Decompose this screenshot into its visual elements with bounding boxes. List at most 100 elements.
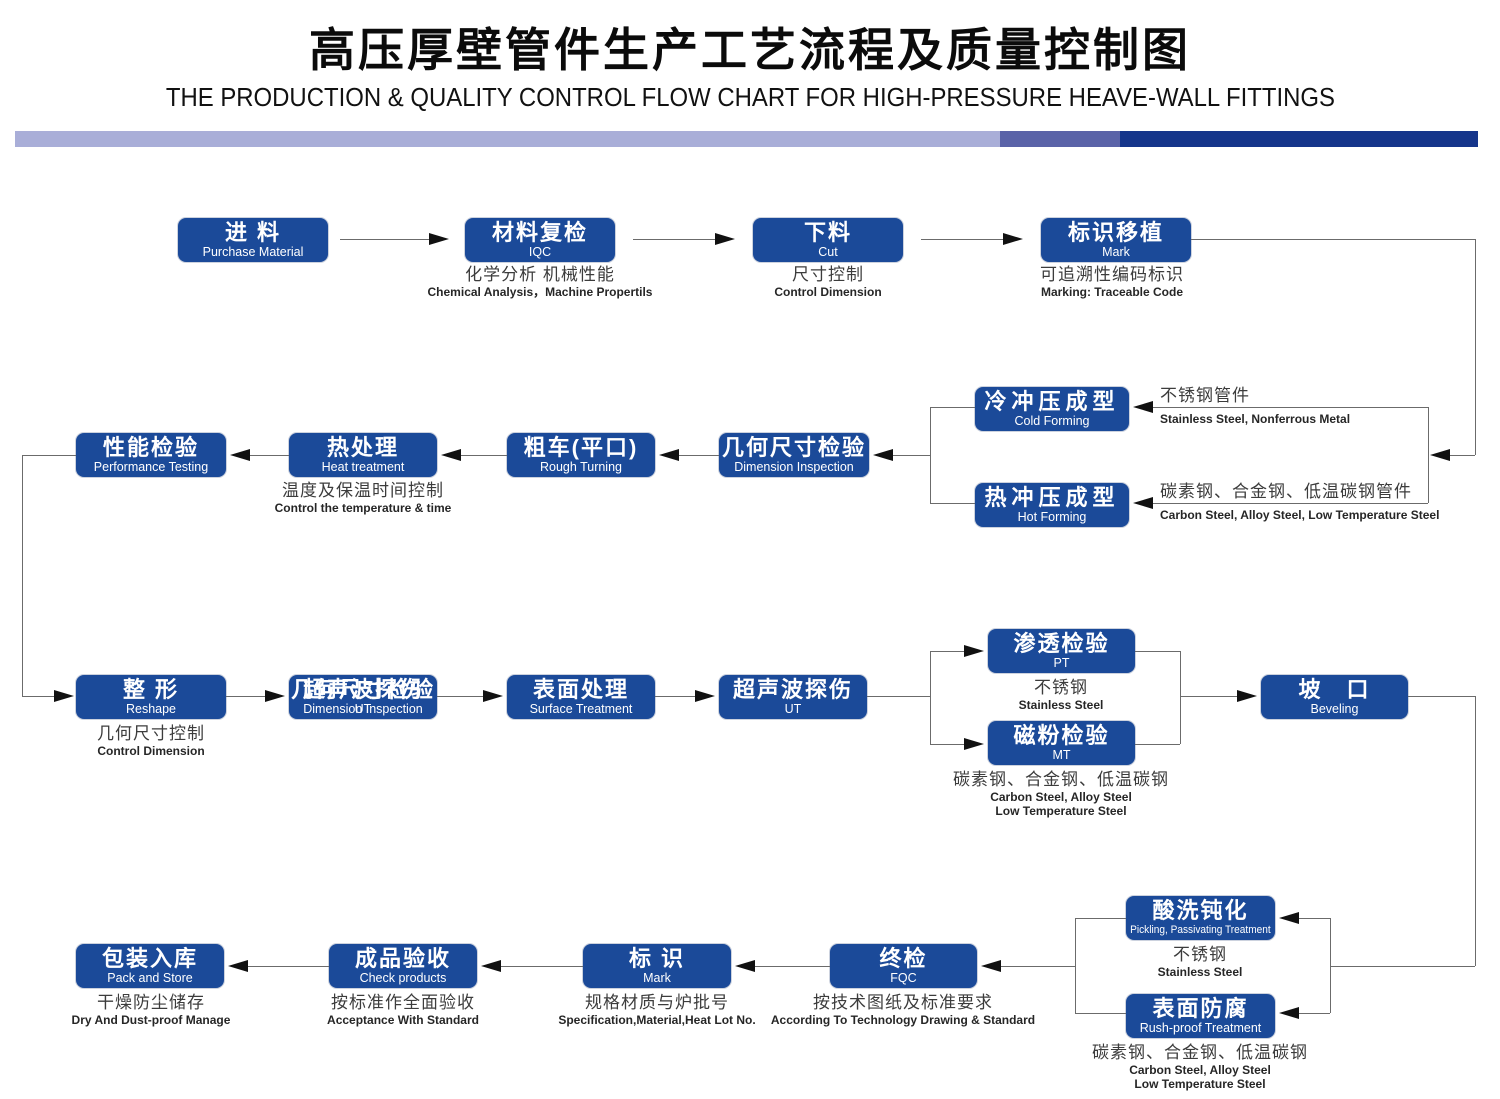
arrowhead-left <box>230 449 250 461</box>
node-label-en: Dimension Inspection <box>734 460 854 474</box>
node-purchase-material: 进 料 Purchase Material <box>178 218 328 262</box>
note-zh: 不锈钢管件 <box>1160 386 1250 405</box>
node-check-products: 成品验收 Check products <box>329 944 477 988</box>
node-label-en: Rough Turning <box>539 460 622 474</box>
node-label-zh: 酸洗钝化 <box>1152 898 1249 923</box>
node-label-zh: 表面防腐 <box>1152 996 1249 1021</box>
node-label-en: UT <box>784 702 802 716</box>
node-label-zh: 渗透检验 <box>1013 631 1110 656</box>
arrowhead-left <box>1279 912 1299 924</box>
node-label-zh: 冷冲压成型 <box>984 389 1120 414</box>
node-dimension-inspection: 几何尺寸检验 Dimension Inspection <box>719 433 869 477</box>
page-subtitle-text: THE PRODUCTION & QUALITY CONTROL FLOW CH… <box>165 82 1335 112</box>
flow-line <box>1180 696 1237 697</box>
flow-line <box>633 239 715 240</box>
arrowhead-right <box>1003 233 1023 245</box>
flow-line <box>1153 407 1428 408</box>
note-cold-forming: 不锈钢管件 <box>1160 385 1490 406</box>
flow-line <box>930 407 975 408</box>
note-en: Specification,Material,Heat Lot No. <box>558 1013 756 1027</box>
note-cold-forming-en: Stainless Steel, Nonferrous Metal <box>1160 412 1490 426</box>
node-label-en: Heat treatment <box>321 460 405 474</box>
flow-line <box>248 966 329 967</box>
node-label-en: Pickling, Passivating Treatment <box>1130 924 1271 936</box>
flow-line <box>655 696 695 697</box>
note-zh: 化学分析 机械性能 <box>465 265 615 284</box>
note-en: Low Temperature Steel <box>995 804 1127 818</box>
flow-line <box>930 651 931 744</box>
flow-line <box>893 455 930 456</box>
node-pickling-passivating: 酸洗钝化 Pickling, Passivating Treatment <box>1126 896 1275 940</box>
flow-line <box>1153 503 1428 504</box>
flow-line <box>250 455 289 456</box>
node-label-en: Performance Testing <box>93 460 209 474</box>
flow-line <box>1001 966 1075 967</box>
node-label-zh: 表面处理 <box>532 677 629 702</box>
node-label-zh: 磁粉检验 <box>1013 723 1110 748</box>
arrowhead-left <box>981 960 1001 972</box>
arrowhead-right <box>483 690 503 702</box>
node-label-zh: 几何尺寸检验 <box>290 677 435 702</box>
arrowhead-left <box>481 960 501 972</box>
overlapped-en-lines: Dimension Inspection UT <box>289 702 437 717</box>
node-label-en-overlay: UT <box>354 702 372 716</box>
note-zh: 可追溯性编码标识 <box>1040 265 1184 284</box>
node-label-en: FQC <box>890 971 917 985</box>
note-en: Chemical Analysis，Machine Propertils <box>427 285 653 299</box>
node-iqc: 材料复检 IQC <box>465 218 615 262</box>
node-label-zh: 标识移植 <box>1067 220 1164 245</box>
note-en: Low Temperature Steel <box>1134 1077 1266 1091</box>
flow-line <box>1191 239 1475 240</box>
note-en: Control Dimension <box>97 744 205 758</box>
note-rust: 碳素钢、合金钢、低温碳钢 Carbon Steel, Alloy Steel L… <box>1040 1042 1360 1091</box>
flow-line <box>930 503 975 504</box>
note-mark-transfer: 可追溯性编码标识 Marking: Traceable Code <box>952 264 1272 299</box>
note-reshape: 几何尺寸控制 Control Dimension <box>0 723 311 758</box>
note-fqc: 按技术图纸及标准要求 According To Technology Drawi… <box>743 992 1063 1027</box>
divider-bar-mid <box>1000 131 1120 147</box>
arrowhead-left <box>441 449 461 461</box>
arrowhead-left <box>735 960 755 972</box>
node-label-en: Cut <box>818 245 838 259</box>
arrowhead-right <box>265 690 285 702</box>
flow-line <box>930 651 964 652</box>
node-label-zh: 材料复检 <box>491 220 588 245</box>
flow-line <box>1075 918 1126 919</box>
note-zh: 不锈钢 <box>1034 678 1088 697</box>
flow-line <box>340 239 429 240</box>
flow-line <box>1428 407 1429 503</box>
flow-line <box>1180 651 1181 744</box>
flow-line <box>755 966 830 967</box>
flow-line <box>1330 966 1475 967</box>
node-rust-proof-treatment: 表面防腐 Rush-proof Treatment <box>1126 994 1275 1038</box>
note-zh: 干燥防尘储存 <box>97 993 205 1012</box>
note-zh: 按标准作全面验收 <box>331 993 475 1012</box>
note-zh: 按技术图纸及标准要求 <box>813 993 993 1012</box>
note-zh: 不锈钢 <box>1173 945 1227 964</box>
node-label-en: Mark <box>643 971 671 985</box>
arrowhead-right <box>54 690 74 702</box>
flow-line <box>1408 696 1475 697</box>
node-performance-testing: 性能检验 Performance Testing <box>76 433 226 477</box>
node-pack-and-store: 包装入库 Pack and Store <box>76 944 224 988</box>
arrowhead-right <box>964 738 984 750</box>
node-label-en: Reshape <box>125 702 177 716</box>
note-en: Control Dimension <box>774 285 882 299</box>
flow-line <box>22 455 76 456</box>
arrowhead-left <box>1430 449 1450 461</box>
node-mark-transfer: 标识移植 Mark <box>1041 218 1191 262</box>
flow-line <box>1075 1013 1126 1014</box>
note-mark-final: 规格材质与炉批号 Specification,Material,Heat Lot… <box>497 992 817 1027</box>
note-pt: 不锈钢 Stainless Steel <box>901 677 1221 712</box>
note-heat-treatment: 温度及保温时间控制 Control the temperature & time <box>203 480 523 515</box>
flow-line <box>1075 918 1076 1013</box>
node-label-zh: 进 料 <box>224 220 282 245</box>
note-en: According To Technology Drawing & Standa… <box>770 1013 1036 1027</box>
arrowhead-left <box>1279 1007 1299 1019</box>
note-zh: 尺寸控制 <box>792 265 864 284</box>
note-en: Stainless Steel <box>1018 698 1104 712</box>
flow-line <box>1330 918 1331 1013</box>
node-label-zh: 标 识 <box>628 946 686 971</box>
note-en: Stainless Steel, Nonferrous Metal <box>1160 412 1351 426</box>
flow-line <box>501 966 583 967</box>
